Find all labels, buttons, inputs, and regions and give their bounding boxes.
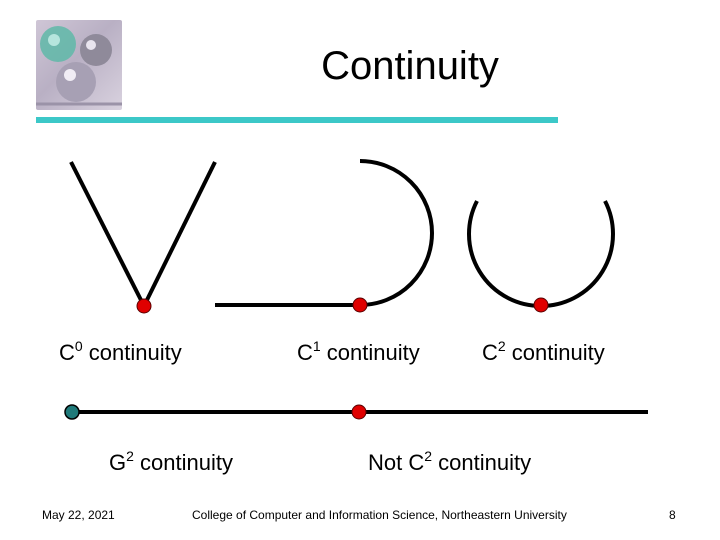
c0-right-segment (144, 162, 215, 306)
c0-diagram (71, 162, 215, 313)
g2-joint-point (65, 405, 79, 419)
footer-institution: College of Computer and Information Scie… (192, 508, 567, 522)
page-number: 8 (669, 508, 676, 522)
c2-arc (469, 201, 613, 306)
not-c2-joint-point (352, 405, 366, 419)
footer-date: May 22, 2021 (42, 508, 115, 522)
not-c2-label: Not C2 continuity (368, 450, 531, 476)
c0-left-segment (71, 162, 144, 306)
c2-label: C2 continuity (482, 340, 605, 366)
c0-joint-point (137, 299, 151, 313)
c2-joint-point (534, 298, 548, 312)
c2-diagram (469, 201, 613, 312)
g2-label: G2 continuity (109, 450, 233, 476)
c1-arc-segment (360, 161, 432, 305)
line-diagram (65, 405, 648, 419)
c1-label: C1 continuity (297, 340, 420, 366)
c0-label: C0 continuity (59, 340, 182, 366)
c1-diagram (215, 161, 432, 312)
c1-joint-point (353, 298, 367, 312)
